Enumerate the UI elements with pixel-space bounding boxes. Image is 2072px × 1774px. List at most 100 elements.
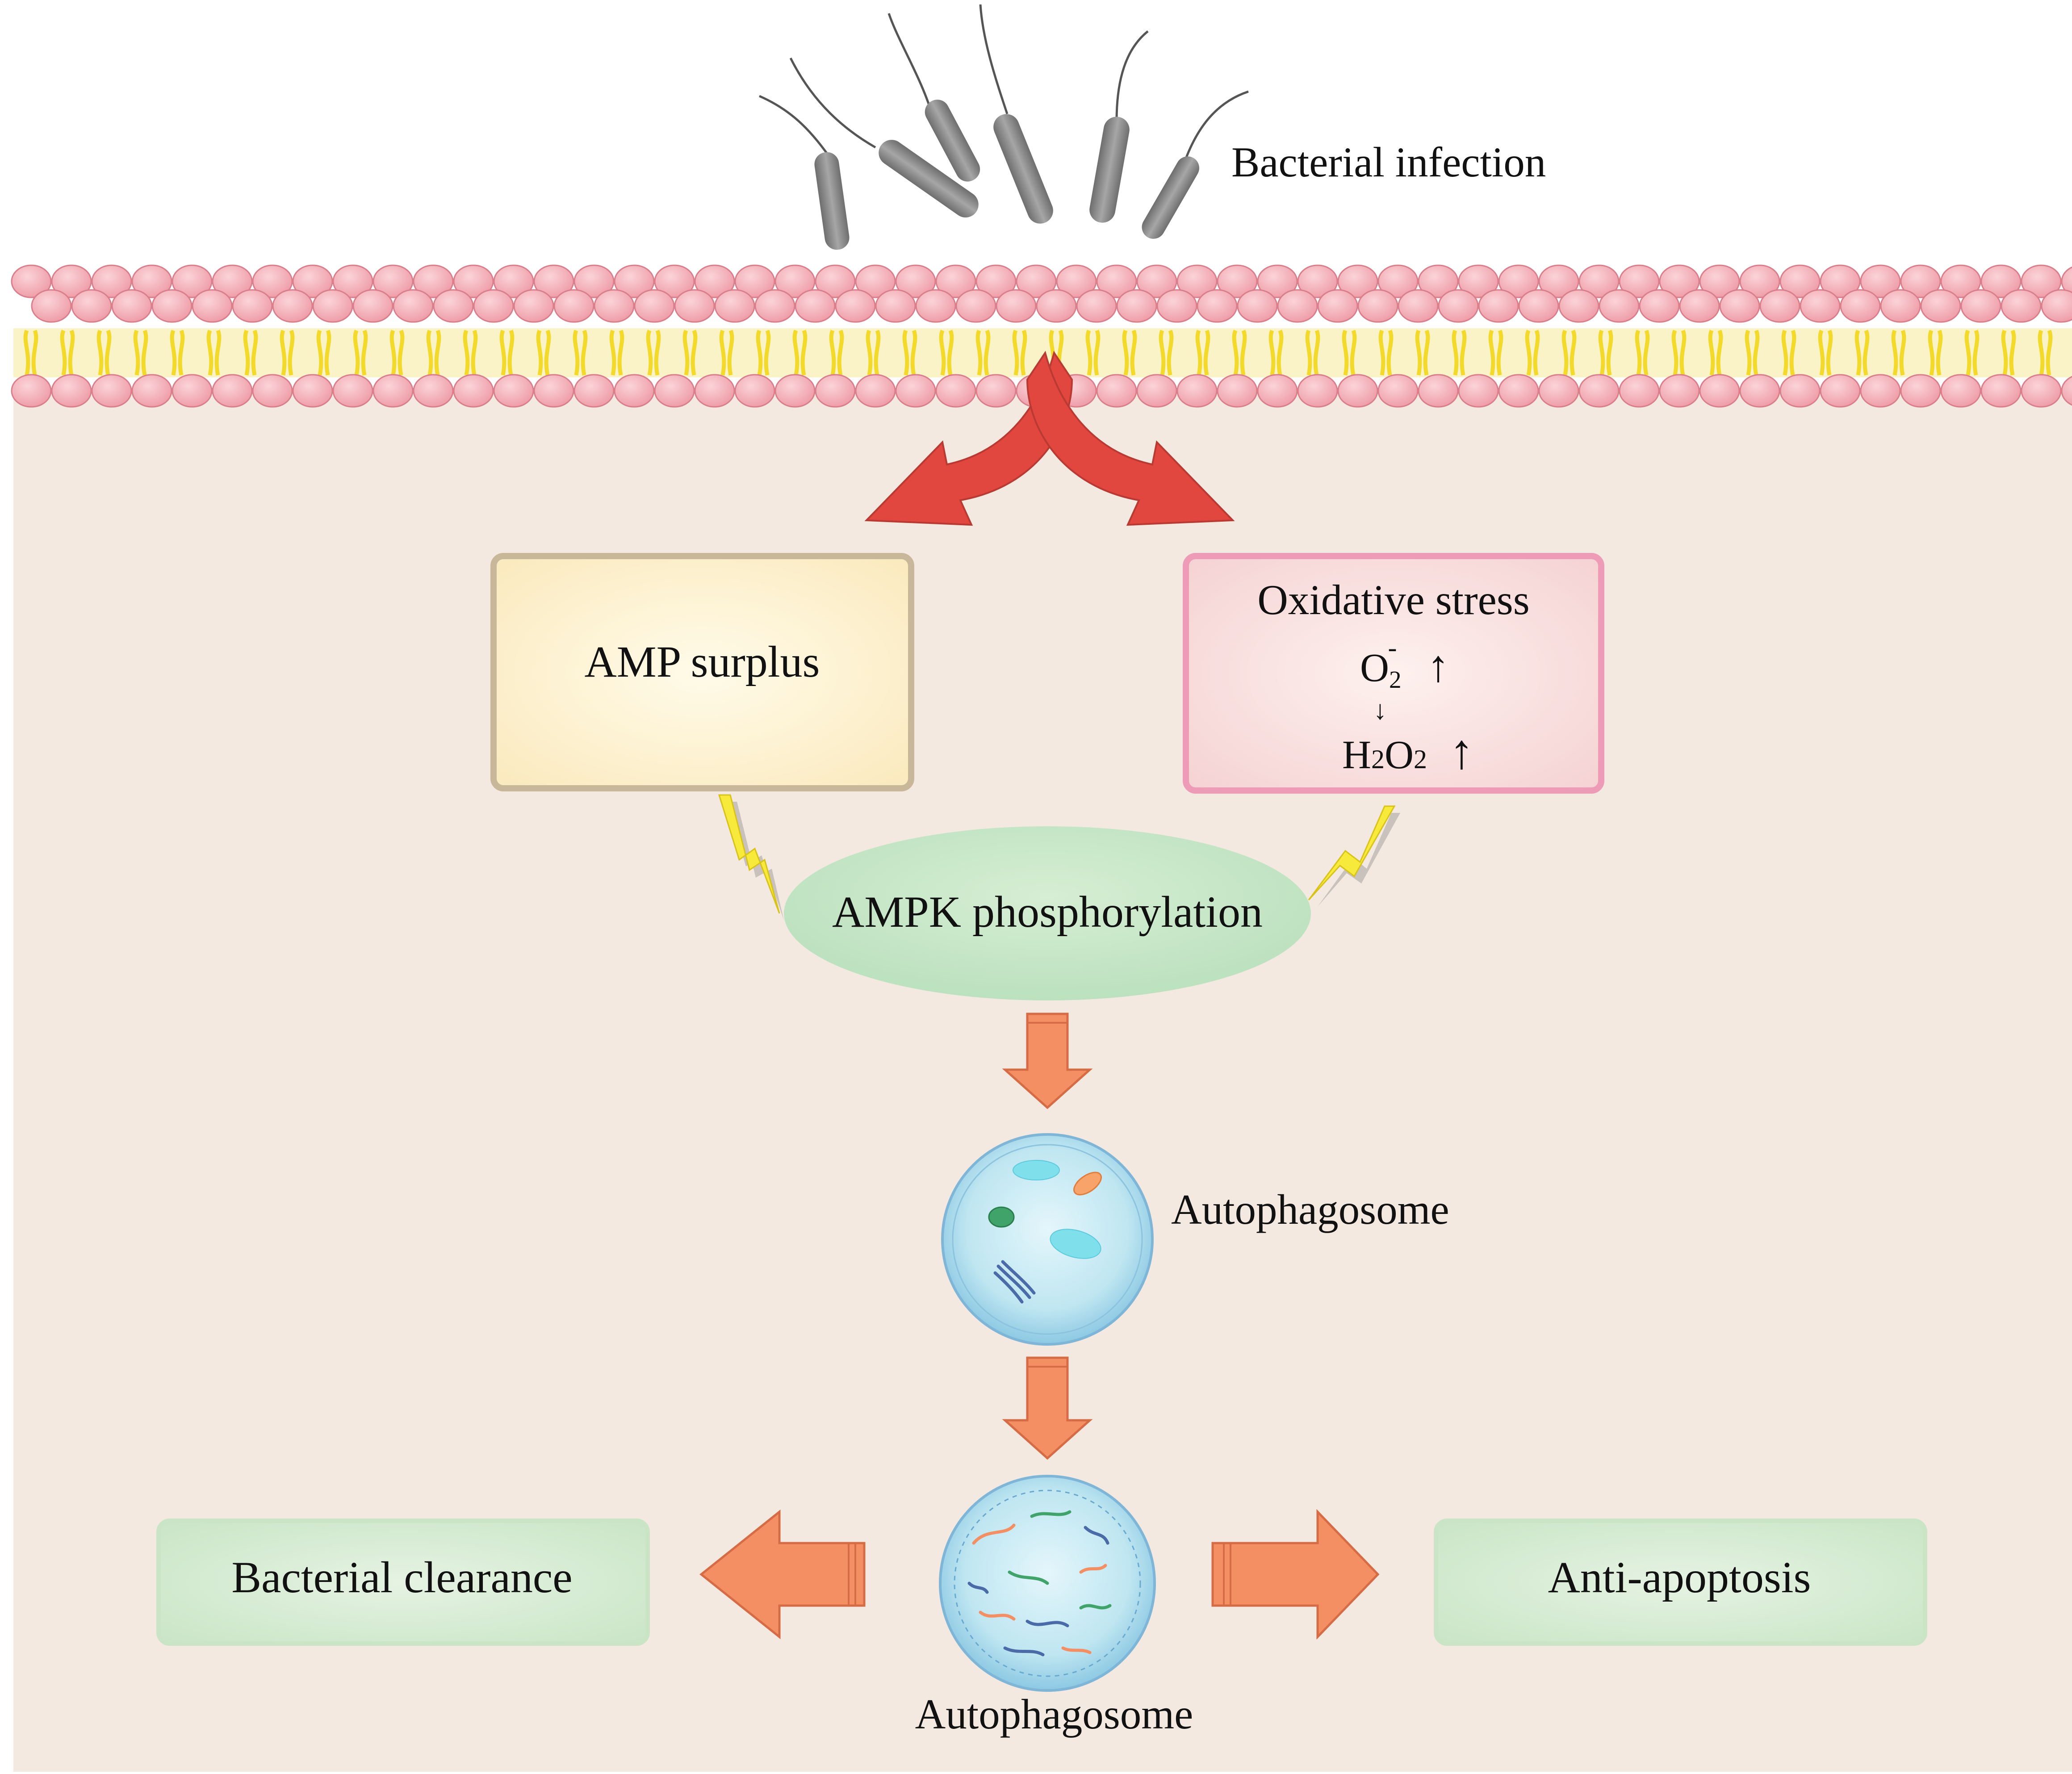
phospholipid-head <box>1659 374 1700 408</box>
lipid-tail <box>1496 330 1503 376</box>
ampk-phosphorylation-label: AMPK phosphorylation <box>832 887 1263 937</box>
lipid-tail <box>2001 330 2008 376</box>
lipid-tail <box>1342 330 1349 376</box>
lipid-tail <box>1268 330 1276 376</box>
phospholipid-head <box>1217 264 1258 298</box>
lipid-tail <box>251 330 258 376</box>
phospholipid-heads <box>11 264 2072 408</box>
lipid-tail <box>1159 330 1166 376</box>
phospholipid-head <box>955 289 996 323</box>
lipid-tail <box>1789 330 1796 376</box>
lipid-tail <box>1818 330 1825 376</box>
lipid-tail <box>1415 330 1422 376</box>
phospholipid-head <box>1377 374 1419 408</box>
lipid-tail <box>1423 330 1430 376</box>
lipid-tail <box>105 330 112 376</box>
phospholipid-head <box>1639 289 1680 323</box>
lipid-tail <box>691 330 698 376</box>
phospholipid-head <box>1136 374 1177 408</box>
phospholipid-head <box>614 374 655 408</box>
phospholipid-head <box>453 374 494 408</box>
phospholipid-head <box>1518 289 1559 323</box>
amp-surplus-box: AMP surplus <box>490 553 914 791</box>
phospholipid-head <box>573 264 615 298</box>
lipid-tail <box>646 330 653 376</box>
lipid-tail <box>1561 330 1569 376</box>
phospholipid-head <box>996 289 1037 323</box>
bacteria-group <box>758 4 1249 250</box>
phospholipid-head <box>1900 374 1941 408</box>
bacterium-4 <box>979 4 1053 224</box>
phospholipid-head <box>172 264 213 298</box>
lipid-tail <box>1525 330 1532 376</box>
lipid-tail <box>902 330 909 376</box>
phospholipid-head <box>1438 289 1479 323</box>
phospholipid-head <box>774 264 816 298</box>
phospholipid-head <box>1980 264 2022 298</box>
lipid-tail <box>800 330 808 376</box>
orange-right-arrow <box>1211 1509 1380 1640</box>
lipid-tail <box>1826 330 1833 376</box>
phospholipid-head <box>895 264 936 298</box>
lipid-tail <box>1899 330 1906 376</box>
phospholipid-head <box>473 289 514 323</box>
lipid-tail <box>434 330 441 376</box>
lipid-tail <box>141 330 148 376</box>
phospholipid-head <box>2041 289 2072 323</box>
phospholipid-head <box>1056 264 1097 298</box>
anti-apoptosis-box: Anti-apoptosis <box>1434 1519 1927 1646</box>
lipid-tail <box>280 330 287 376</box>
lipid-tail <box>1606 330 1613 376</box>
lipid-tail <box>426 330 433 376</box>
phospholipid-head <box>2061 266 2072 297</box>
phospholipid-head <box>373 264 414 298</box>
phospholipid-head <box>573 374 615 408</box>
phospholipid-head <box>172 374 213 408</box>
phospholipid-head <box>192 289 233 323</box>
lipid-tail <box>1277 330 1284 376</box>
bacterial-clearance-label: Bacterial clearance <box>231 1552 572 1602</box>
phospholipid-head <box>1860 374 1901 408</box>
lipid-tail <box>682 330 690 376</box>
lipid-tail <box>1240 330 1247 376</box>
phospholipid-head <box>51 264 92 298</box>
superoxide-up-arrow: ↑ <box>1427 641 1449 691</box>
phospholipid-head <box>1136 264 1177 298</box>
degraded-fragments <box>967 1510 1112 1657</box>
phospholipid-head <box>1498 264 1539 298</box>
phospholipid-head <box>1980 374 2022 408</box>
phospholipid-head <box>212 374 253 408</box>
phospholipid-head <box>1940 374 1981 408</box>
lipid-tail <box>31 330 38 376</box>
bacterium-3 <box>887 13 980 182</box>
lipid-tail <box>1936 330 1943 376</box>
phospholipid-head <box>1659 264 1700 298</box>
lipid-tail <box>1891 330 1898 376</box>
bacterium-2 <box>789 57 979 218</box>
phospholipid-head <box>694 264 735 298</box>
phospholipid-head <box>1337 264 1378 298</box>
phospholipid-head <box>694 374 735 408</box>
phospholipid-head <box>2021 264 2062 298</box>
phospholipid-head <box>2001 289 2042 323</box>
phospholipid-head <box>734 374 775 408</box>
lipid-tail <box>573 330 580 376</box>
lipid-tail <box>1708 330 1715 376</box>
lipid-tail <box>1313 330 1320 376</box>
lipid-tail <box>756 330 763 376</box>
lipid-tail <box>1570 330 1577 376</box>
phospholipid-head <box>1297 374 1338 408</box>
bacterium-6 <box>1142 90 1249 239</box>
phospholipid-head <box>513 289 554 323</box>
lipid-tail <box>947 330 954 376</box>
h2o2-up-arrow: ↑ <box>1449 724 1474 779</box>
lipid-tail <box>471 330 478 376</box>
phospholipid-head <box>1257 374 1298 408</box>
phospholipid-head <box>1458 374 1499 408</box>
h2o2-formula: H2O2 <box>1342 733 1427 777</box>
lipid-tail <box>463 330 470 376</box>
lipid-tail <box>1452 330 1459 376</box>
phospholipid-head <box>975 374 1017 408</box>
phospholipid-head <box>1578 264 1620 298</box>
phospholipid-head <box>754 289 795 323</box>
